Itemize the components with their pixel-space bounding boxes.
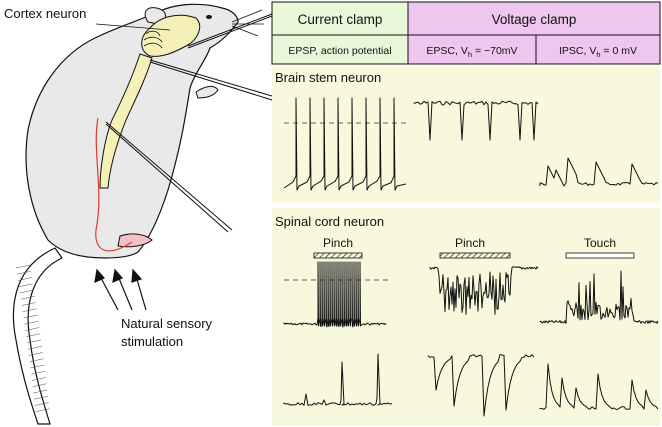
spinal-ap-burst-trace (283, 261, 387, 328)
touch-stimulus-bar (565, 252, 635, 259)
tail-ring (33, 389, 48, 394)
cerebellum (143, 30, 163, 49)
spinal-cord-panel: Spinal cord neuron Pinch Pinch Touch (272, 208, 660, 426)
rat-eye (206, 15, 212, 19)
epsp-label: EPSP, action potential (288, 45, 391, 57)
recording-electrodes (105, 13, 273, 233)
brain-stem-epsc-trace (413, 100, 539, 141)
tail-rings (15, 264, 50, 413)
tail-ring (32, 383, 47, 388)
current-clamp-header (271, 1, 409, 36)
cortex-pointer (95, 23, 171, 31)
tail-ring (26, 333, 41, 338)
spinal-epsc-trace (429, 266, 539, 315)
voltage-clamp-header (407, 1, 661, 36)
brain-stem-ap-trace (283, 97, 407, 191)
spinal-epsc-expanded-trace (427, 354, 535, 417)
cortex-neuron-label: Cortex neuron (4, 6, 86, 21)
ipsc-label: IPSC, Vh = 0 mV (559, 45, 637, 59)
tail-ring (18, 283, 33, 288)
voltage-clamp-label: Voltage clamp (492, 12, 577, 27)
pinch-1-label: Pinch (323, 236, 353, 250)
tail-ring (25, 327, 40, 331)
spinal-cord (99, 53, 153, 189)
pinch-2-label: Pinch (455, 236, 485, 250)
rat-body (25, 3, 239, 259)
spinal-ipsc-trace (539, 270, 659, 324)
epsc-cell (407, 34, 537, 65)
sensory-nerve (95, 117, 133, 252)
tail-ring (19, 289, 34, 294)
tail-ring (28, 352, 43, 356)
tail-ring (22, 308, 37, 313)
brain-stem-background (272, 66, 660, 203)
spinal-ipsc-expanded-trace (539, 363, 659, 410)
rat-illustration: Cortex neuron Natural sensory stimulatio… (4, 3, 273, 425)
pinch-1-stimulus-bar (313, 252, 363, 259)
tail-ring (31, 370, 46, 375)
spinal-cord-title: Spinal cord neuron (275, 214, 384, 229)
tail-ring (30, 364, 45, 369)
tail-ring (31, 377, 46, 381)
epsc-label: EPSC, Vh = −70mV (426, 45, 517, 59)
tail-ring (16, 270, 32, 275)
clamp-table: Current clamp Voltage clamp EPSP, action… (271, 1, 661, 65)
ipsc-cell (535, 34, 661, 65)
tail-ring (17, 277, 32, 281)
brain-stem-ipsc-trace (539, 157, 659, 187)
brain (141, 14, 201, 57)
tail-ring (33, 395, 49, 400)
rat-tail (12, 247, 63, 425)
brain-stem-panel: Brain stem neuron (272, 66, 660, 203)
tail-ring (29, 358, 44, 363)
touch-label: Touch (584, 236, 616, 250)
tail-ring (27, 339, 42, 344)
natural-stimulation-label-2: stimulation (121, 334, 183, 349)
current-clamp-label: Current clamp (298, 12, 383, 27)
tail-ring (27, 345, 43, 350)
brain-stem-title: Brain stem neuron (275, 70, 381, 85)
tail-ring (15, 264, 31, 269)
tail-ring (21, 302, 36, 306)
rat-front-paw (195, 85, 219, 99)
natural-stimulation-label-1: Natural sensory (121, 316, 213, 331)
spinal-ap-expanded-trace (283, 353, 393, 406)
stimulation-arrows (94, 268, 147, 311)
tail-ring (23, 314, 38, 319)
tail-ring (20, 295, 35, 300)
tail-ring (34, 402, 49, 406)
tail-ring (35, 408, 50, 413)
pinch-2-stimulus-bar (439, 252, 511, 259)
tail-ring (24, 320, 39, 325)
